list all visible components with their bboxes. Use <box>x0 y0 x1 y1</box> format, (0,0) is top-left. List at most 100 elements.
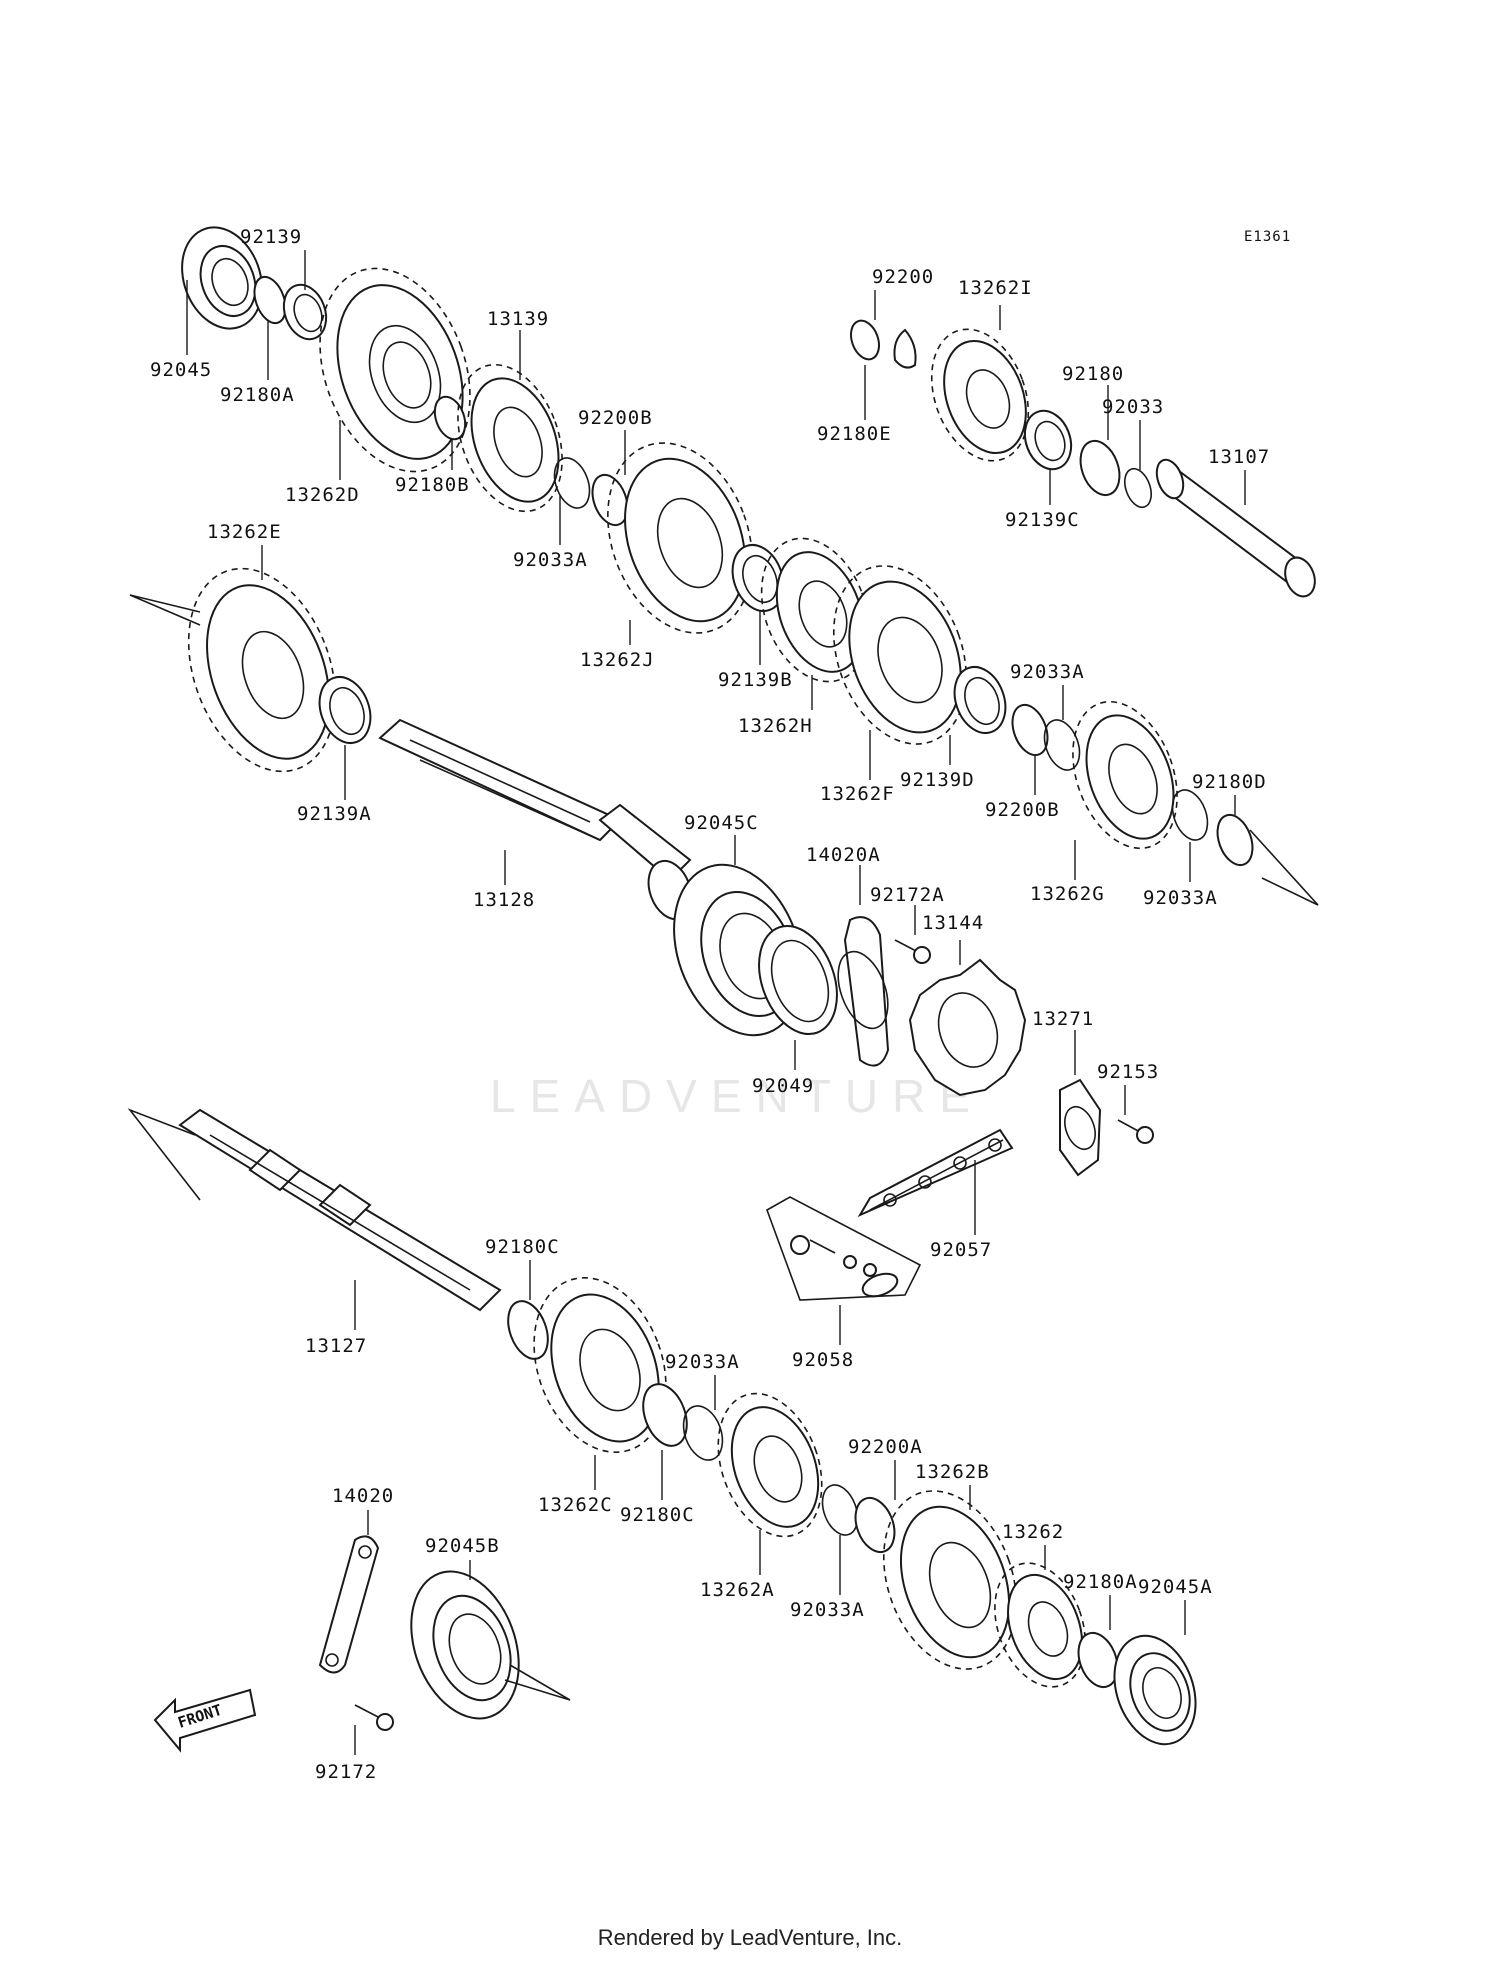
callout-label[interactable]: 92045A <box>1138 1576 1213 1598</box>
bearing-92045[interactable] <box>169 216 276 340</box>
callout-label[interactable]: 13262G <box>1030 883 1105 905</box>
screw-92172[interactable] <box>354 1704 394 1731</box>
washer-92180b[interactable] <box>429 393 470 444</box>
joint-92058[interactable] <box>766 1196 922 1301</box>
washer-92180a[interactable] <box>249 273 292 328</box>
callout-label[interactable]: 13262D <box>285 484 360 506</box>
callout-label[interactable]: 92049 <box>752 1075 814 1097</box>
callout-label[interactable]: 13262I <box>958 277 1033 299</box>
washer-92200b[interactable] <box>586 470 634 530</box>
gear-13262a[interactable] <box>700 1379 841 1551</box>
gear-13262[interactable] <box>979 1550 1102 1699</box>
callout-label[interactable]: 13144 <box>922 912 984 934</box>
callout-label[interactable]: 13107 <box>1208 446 1270 468</box>
callout-label[interactable]: 92200 <box>872 266 934 288</box>
callout-label[interactable]: 13127 <box>305 1335 367 1357</box>
callout-label[interactable]: 13262E <box>207 521 282 543</box>
circlip-92033a-far[interactable] <box>1166 785 1214 845</box>
bearing-92045a[interactable] <box>1100 1624 1210 1755</box>
callout-label[interactable]: 92200B <box>578 407 653 429</box>
callout-label[interactable]: 92033A <box>790 1599 865 1621</box>
callout-label[interactable]: 92033A <box>665 1351 740 1373</box>
callout-label[interactable]: 92139 <box>240 226 302 248</box>
callout-label[interactable]: 92139D <box>900 769 975 791</box>
circlip-92033a-lower[interactable] <box>677 1401 730 1466</box>
callout-label[interactable]: 92033A <box>1143 887 1218 909</box>
gear-13139[interactable] <box>439 350 581 526</box>
circlip-92033a[interactable] <box>548 453 596 513</box>
gear-13262g[interactable] <box>1054 687 1196 863</box>
seal-92049[interactable] <box>745 915 851 1045</box>
washer-92180c-2[interactable] <box>635 1378 694 1452</box>
callout-label[interactable]: 92033 <box>1102 396 1164 418</box>
callout-label[interactable]: 13262 <box>1002 1521 1064 1543</box>
bushing-92139d[interactable] <box>946 660 1014 740</box>
callout-label[interactable]: 92180B <box>395 474 470 496</box>
callout-label[interactable]: 92200B <box>985 799 1060 821</box>
callout-label[interactable]: 92033A <box>513 549 588 571</box>
gear-13262d[interactable] <box>293 247 496 492</box>
retainer-13271[interactable] <box>1059 1078 1102 1177</box>
sprocket-13144[interactable] <box>908 958 1027 1097</box>
callout-label[interactable]: 14020A <box>806 844 881 866</box>
callout-label[interactable]: 13271 <box>1032 1008 1094 1030</box>
shaft-13127[interactable] <box>178 1108 502 1312</box>
plate-14020[interactable] <box>318 1535 380 1674</box>
callout-label[interactable]: 92180 <box>1062 363 1124 385</box>
bearing-92045b[interactable] <box>392 1556 538 1733</box>
bushing-92139c[interactable] <box>1017 404 1079 475</box>
callout-label[interactable]: 92172 <box>315 1761 377 1783</box>
gear-13262h[interactable] <box>743 523 888 696</box>
callout-label[interactable]: 92139C <box>1005 509 1080 531</box>
washer-92180[interactable] <box>1074 436 1127 501</box>
callout-label[interactable]: 92180D <box>1192 771 1267 793</box>
key-92200[interactable] <box>893 328 917 369</box>
circlip-92033a-right[interactable] <box>1038 715 1086 775</box>
callout-label[interactable]: 92033A <box>1010 661 1085 683</box>
screw-92172a[interactable] <box>894 939 931 964</box>
gear-13262f[interactable] <box>810 547 989 762</box>
callout-label[interactable]: 92045C <box>684 812 759 834</box>
callout-label[interactable]: 13262C <box>538 1494 613 1516</box>
callout-label[interactable]: 92180C <box>620 1504 695 1526</box>
callout-label[interactable]: 92200A <box>848 1436 923 1458</box>
bushing-92139[interactable] <box>277 279 334 345</box>
callout-label[interactable]: 13262H <box>738 715 813 737</box>
gear-13262c[interactable] <box>511 1259 689 1471</box>
callout-label[interactable]: 13262F <box>820 783 895 805</box>
circlip-92033[interactable] <box>1120 465 1156 511</box>
plate-14020a[interactable] <box>829 916 898 1067</box>
washer-92180a-lower[interactable] <box>1072 1628 1125 1693</box>
callout-label[interactable]: 92153 <box>1097 1061 1159 1083</box>
callout-label[interactable]: 14020 <box>332 1485 394 1507</box>
callout-label[interactable]: 92180A <box>220 384 295 406</box>
callout-label[interactable]: 92058 <box>792 1349 854 1371</box>
gear-13262i[interactable] <box>914 316 1045 475</box>
circlip-92033a-lower-2[interactable] <box>816 1480 864 1540</box>
gear-13262e[interactable] <box>162 548 362 792</box>
callout-label[interactable]: 13139 <box>487 308 549 330</box>
callout-label[interactable]: 92180C <box>485 1236 560 1258</box>
washer-92200a[interactable] <box>849 1493 902 1558</box>
callout-label[interactable]: 92139A <box>297 803 372 825</box>
gear-13262j[interactable] <box>583 423 778 654</box>
washer-92180c[interactable] <box>501 1296 555 1365</box>
shaft-13128[interactable] <box>378 718 699 925</box>
callout-label[interactable]: 13262J <box>580 649 655 671</box>
callout-label[interactable]: 92045B <box>425 1535 500 1557</box>
washer-92180d[interactable] <box>1211 810 1259 870</box>
callout-label[interactable]: 92172A <box>870 884 945 906</box>
bushing-92139b[interactable] <box>724 538 792 618</box>
callout-label[interactable]: 92045 <box>150 359 212 381</box>
gear-13262b[interactable] <box>860 1472 1039 1687</box>
callout-label[interactable]: 92057 <box>930 1239 992 1261</box>
callout-label[interactable]: 13262A <box>700 1579 775 1601</box>
callout-label[interactable]: 92180A <box>1063 1571 1138 1593</box>
callout-label[interactable]: 92139B <box>718 669 793 691</box>
bushing-92139a[interactable] <box>311 670 379 750</box>
washer-92180e[interactable] <box>846 317 884 363</box>
callout-label[interactable]: 13128 <box>473 889 535 911</box>
chain-92057[interactable] <box>857 1128 1014 1218</box>
callout-label[interactable]: 92180E <box>817 423 892 445</box>
shaft-13107[interactable] <box>1152 456 1320 600</box>
